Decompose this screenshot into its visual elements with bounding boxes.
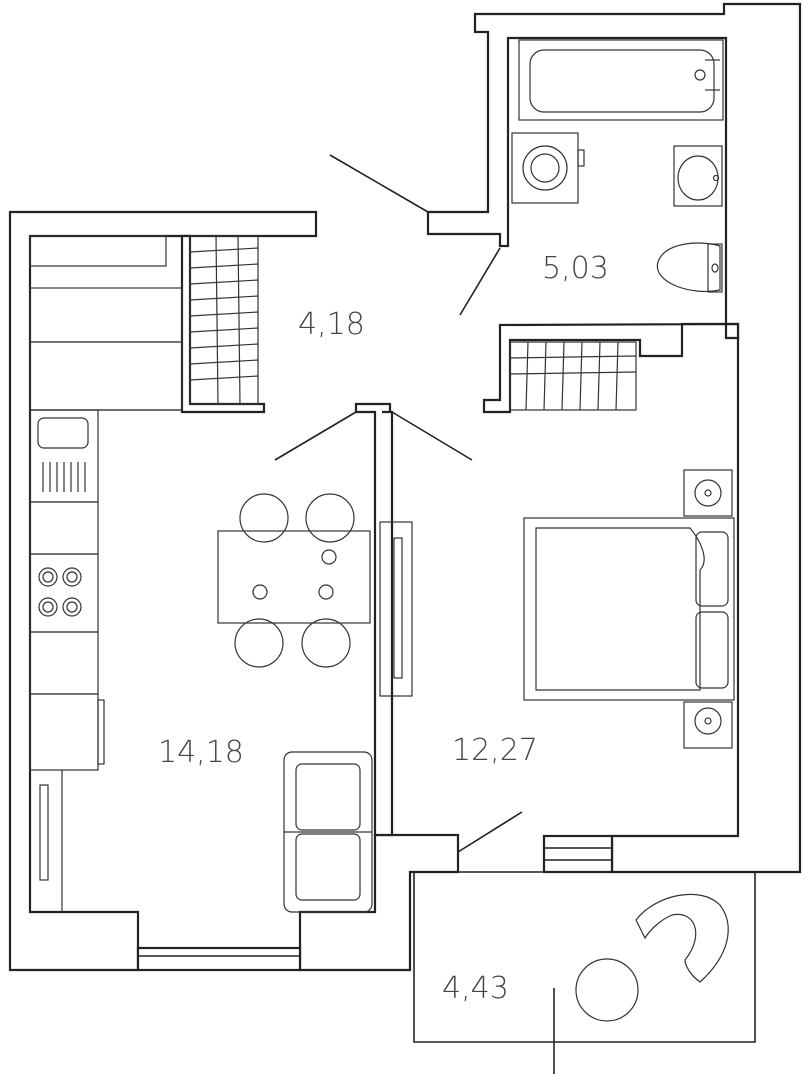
room-area-kitchen: 14,18 xyxy=(158,735,244,770)
kitchen-fixtures xyxy=(29,235,373,913)
double-bed-icon xyxy=(523,517,735,701)
doors xyxy=(274,154,523,853)
cooktop-icon xyxy=(29,553,99,633)
room-area-bedroom: 12,27 xyxy=(452,733,538,768)
bathroom-fixtures xyxy=(511,39,724,293)
room-area-hall: 4,18 xyxy=(298,307,365,342)
balcony xyxy=(413,871,756,1074)
nightstand-bottom-icon xyxy=(683,701,733,749)
round-table-icon xyxy=(575,958,639,1022)
room-labels: 4,18 5,03 14,18 12,27 4,43 xyxy=(158,251,609,1006)
wardrobe-hall xyxy=(189,235,259,405)
bedroom-fixtures xyxy=(379,469,735,749)
nightstand-top-icon xyxy=(683,469,733,517)
washing-machine-icon xyxy=(511,132,579,204)
tv-icon xyxy=(379,521,413,697)
room-area-balcony: 4,43 xyxy=(442,971,509,1006)
wardrobe-bedroom xyxy=(509,341,637,411)
fridge-icon xyxy=(29,693,99,771)
bathtub-icon xyxy=(518,39,724,121)
room-area-bathroom: 5,03 xyxy=(542,251,609,286)
dining-table-icon xyxy=(217,530,371,624)
sink-icon xyxy=(673,145,723,207)
toilet-icon xyxy=(656,242,721,292)
walls xyxy=(8,2,802,972)
lounge-chair-icon xyxy=(635,893,729,983)
